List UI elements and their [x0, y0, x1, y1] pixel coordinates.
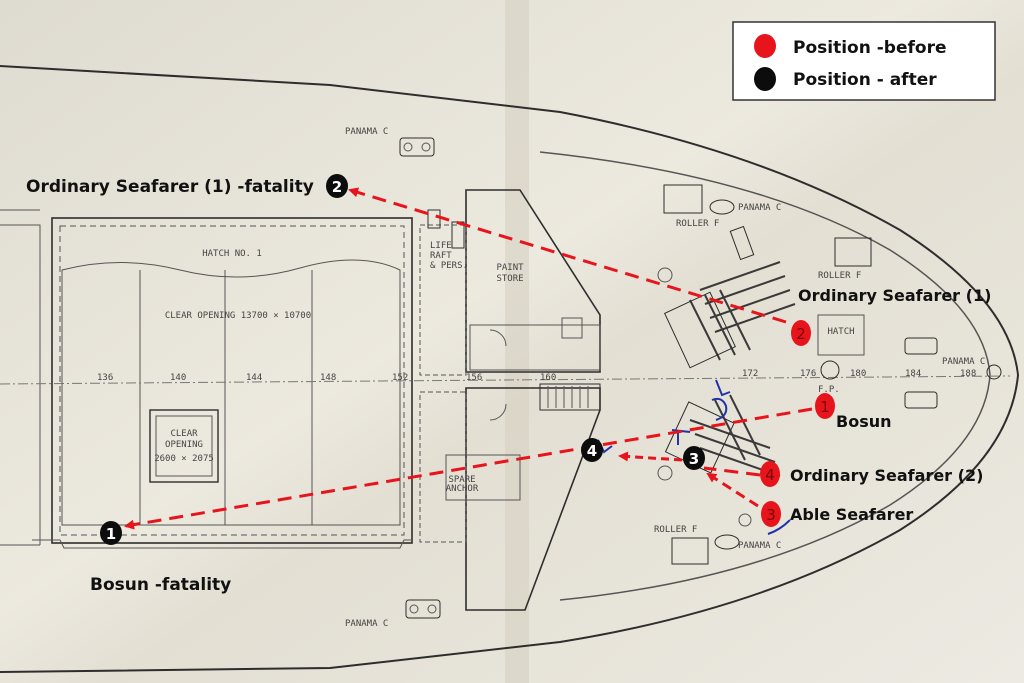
frame-number: 148 — [320, 373, 336, 383]
roller-fairlead-label: ROLLER F — [676, 219, 719, 229]
marker-after-ordinary-seafarer-1: 2 — [326, 174, 348, 198]
frame-number: 184 — [905, 369, 921, 379]
legend: Position -before Position - after — [732, 21, 996, 101]
marker-number: 3 — [689, 450, 699, 468]
arrow-ordinary-seafarer-1 — [348, 187, 787, 324]
spare-anchor-line-2: ANCHOR — [446, 484, 479, 494]
arrow-bosun — [124, 407, 813, 530]
label-bosun-fatality: Bosun -fatality — [90, 575, 231, 595]
marker-before-bosun: 1 — [815, 393, 835, 419]
liferaft-line-3: & PERS. — [430, 261, 468, 271]
marker-number: 1 — [820, 398, 830, 416]
spare-anchor-line-1: SPARE — [448, 475, 475, 485]
label-ordinary-seafarer-1: Ordinary Seafarer (1) — [798, 286, 991, 305]
paint-store-line-1: PAINT — [496, 263, 524, 273]
frame-number: 140 — [170, 373, 186, 383]
centreline — [0, 375, 1011, 385]
frame-number: 172 — [742, 369, 758, 379]
label-ordinary-seafarer-1-fatality: Ordinary Seafarer (1) -fatality — [26, 177, 314, 197]
paint-store-line-2: STORE — [496, 274, 523, 284]
frame-numbers: 136 140 144 148 152 156 160 172 176 180 … — [97, 369, 976, 383]
marker-before-able-seafarer: 3 — [761, 501, 781, 527]
label-able-seafarer: Able Seafarer — [790, 505, 913, 524]
label-ordinary-seafarer-2: Ordinary Seafarer (2) — [790, 466, 983, 485]
marker-number: 3 — [766, 506, 776, 524]
legend-before-label: Position -before — [793, 38, 946, 58]
panama-chock-label: PANAMA C — [942, 357, 985, 367]
marker-number: 2 — [796, 325, 806, 343]
hatch-title: HATCH NO. 1 — [202, 249, 262, 259]
small-opening-line-1: CLEAR — [170, 429, 198, 439]
fp-label: F.P. — [818, 385, 840, 395]
frame-number: 160 — [540, 373, 556, 383]
marker-after-ordinary-seafarer-2: 4 — [581, 438, 603, 462]
frame-number: 180 — [850, 369, 866, 379]
arrow-ordinary-seafarer-2-b — [618, 451, 683, 462]
frame-number: 136 — [97, 373, 113, 383]
clear-opening-label: CLEAR OPENING 13700 × 10700 — [165, 311, 311, 321]
marker-number: 4 — [765, 466, 775, 484]
liferaft-line-2: RAFT — [430, 251, 452, 261]
marker-number: 4 — [587, 442, 597, 460]
roller-fairlead-label: ROLLER F — [818, 271, 861, 281]
label-bosun: Bosun — [836, 412, 892, 431]
panama-chock-label: PANAMA C — [345, 127, 388, 137]
marker-number: 2 — [332, 178, 342, 196]
small-opening-line-2: OPENING — [165, 440, 203, 450]
panama-chock-label: PANAMA C — [738, 541, 781, 551]
legend-before-swatch — [754, 34, 776, 58]
small-opening-line-3: 2600 × 2075 — [154, 454, 214, 464]
panama-chock-label: PANAMA C — [738, 203, 781, 213]
frame-number: 144 — [246, 373, 262, 383]
legend-after-swatch — [754, 67, 776, 91]
frame-number: 188 — [960, 369, 976, 379]
movement-arrows — [124, 187, 813, 530]
marker-before-ordinary-seafarer-2: 4 — [760, 461, 780, 487]
paper-fold — [505, 0, 529, 683]
hull-outline — [0, 65, 1020, 673]
frame-number: 176 — [800, 369, 816, 379]
marker-after-bosun: 1 — [100, 521, 122, 545]
legend-after-label: Position - after — [793, 70, 937, 90]
marker-after-able-seafarer: 3 — [683, 446, 705, 470]
marker-before-ordinary-seafarer-1: 2 — [791, 320, 811, 346]
roller-fairlead-label: ROLLER F — [654, 525, 697, 535]
panama-chock-label: PANAMA C — [345, 619, 388, 629]
hatch-small-label: HATCH — [827, 327, 854, 337]
frame-number: 152 — [392, 373, 408, 383]
arrow-able-seafarer — [706, 472, 759, 508]
arrow-ordinary-seafarer-2-a — [703, 466, 761, 477]
hatch-no-1 — [32, 217, 413, 549]
forecastle-structures — [419, 189, 601, 611]
frame-number: 156 — [466, 373, 482, 383]
liferaft-line-1: LIFE — [430, 241, 452, 251]
marker-number: 1 — [106, 525, 116, 543]
mooring-equipment — [399, 137, 1002, 619]
